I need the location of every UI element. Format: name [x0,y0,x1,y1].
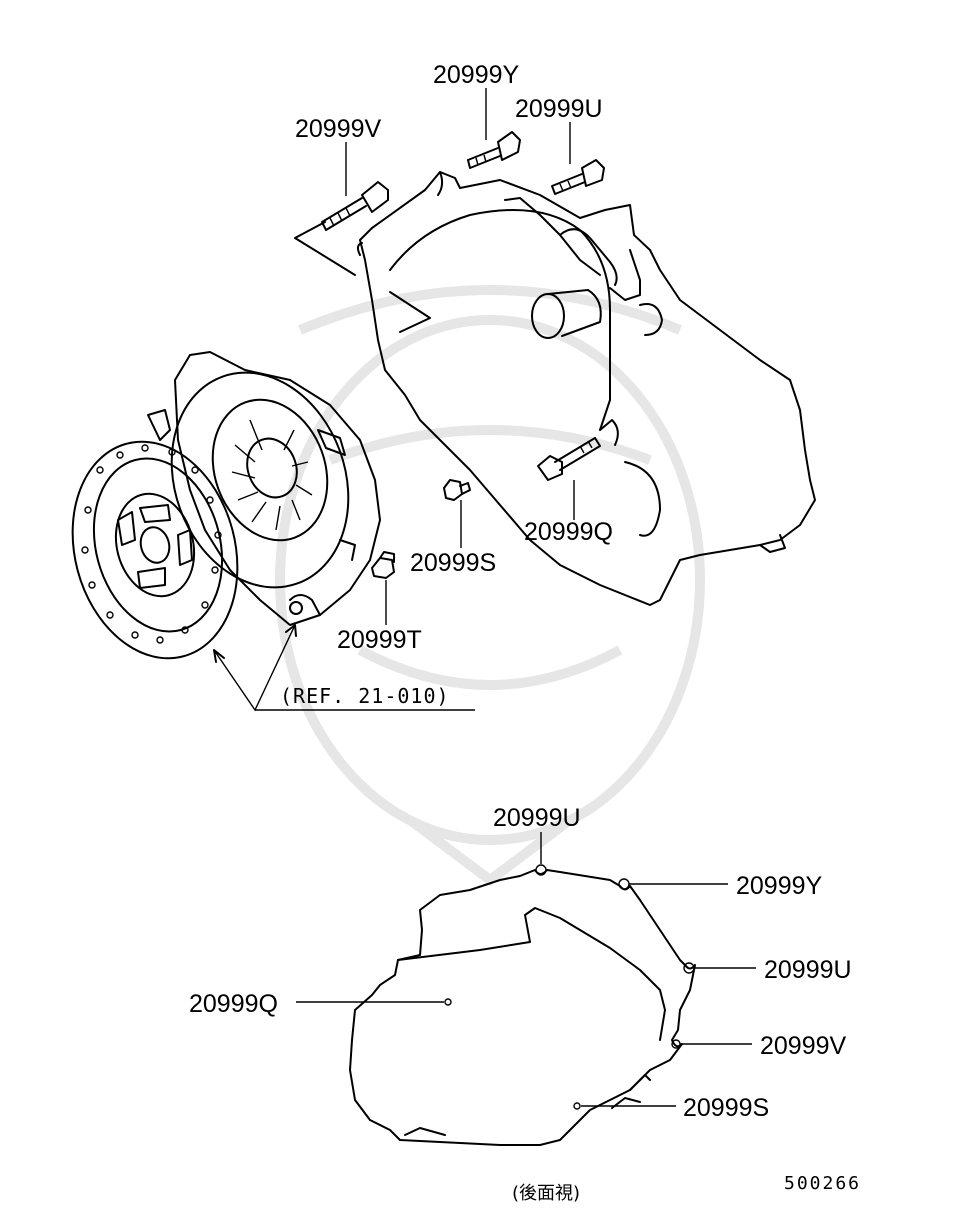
label-bolt-20999s: 20999S [410,549,496,577]
rear-label-bottom: 20999S [683,1094,769,1122]
label-bolt-20999q: 20999Q [524,518,613,546]
label-bolt-20999u: 20999U [515,95,603,123]
upper-leader-lines [213,88,575,712]
rear-label-right-lower: 20999V [760,1032,847,1060]
rear-label-right-mid: 20999U [764,956,852,984]
rear-leader-lines [296,832,756,1107]
transmission-housing [356,171,816,606]
label-clutch-reference: (REF. 21-010) [280,684,450,708]
bolt-20999q [537,437,601,481]
rear-view-caption: (後面視) [512,1183,580,1204]
bolt-20999v [321,181,389,231]
bolt-20999u [551,159,605,195]
bolt-20999t [371,551,395,579]
diagram-code: 500266 [784,1173,861,1194]
bolt-20999s [443,479,471,501]
bolt-20999y [467,131,521,169]
rear-view-outline [349,864,696,1146]
rear-label-upper-right: 20999Y [736,872,823,900]
rear-label-left: 20999Q [189,990,278,1018]
watermark-emblem [275,285,705,887]
rear-label-top: 20999U [493,804,581,832]
alignment-mark [294,221,431,333]
label-bolt-20999v: 20999V [295,115,382,143]
clutch-cover [147,351,381,626]
label-bolt-20999y: 20999Y [433,61,520,89]
label-bolt-20999t: 20999T [337,626,422,654]
clutch-disc [71,440,239,660]
